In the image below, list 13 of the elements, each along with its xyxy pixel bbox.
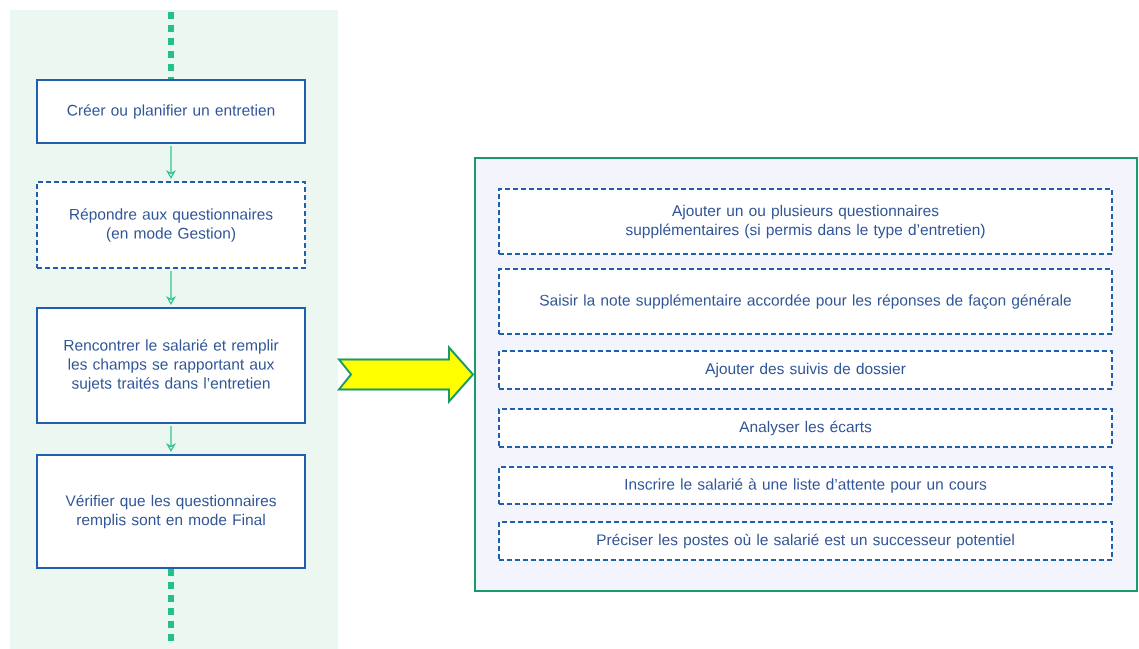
task-box: Ajouter un ou plusieurs questionnaires supplémentaires (si permis dans le type d’entretien) — [498, 188, 1113, 255]
task-box: Inscrire le salarié à une liste d’attente pour un cours — [498, 466, 1113, 505]
task-box: Analyser les écarts — [498, 408, 1113, 448]
task-box: Saisir la note supplémentaire accordée pour les réponses de façon générale — [498, 268, 1113, 335]
process-box: Rencontrer le salarié et remplir les champs se rapportant aux sujets traités dans l’entretien — [36, 307, 306, 424]
dotted-line — [168, 569, 174, 642]
task-box: Ajouter des suivis de dossier — [498, 350, 1113, 390]
process-box: Vérifier que les questionnaires remplis sont en mode Final — [36, 454, 306, 569]
process-box: Créer ou planifier un entretien — [36, 79, 306, 144]
dotted-line — [168, 12, 174, 79]
task-box: Préciser les postes où le salarié est un successeur potentiel — [498, 521, 1113, 561]
block-arrow — [336, 344, 475, 405]
process-box: Répondre aux questionnaires (en mode Gestion) — [36, 181, 306, 269]
